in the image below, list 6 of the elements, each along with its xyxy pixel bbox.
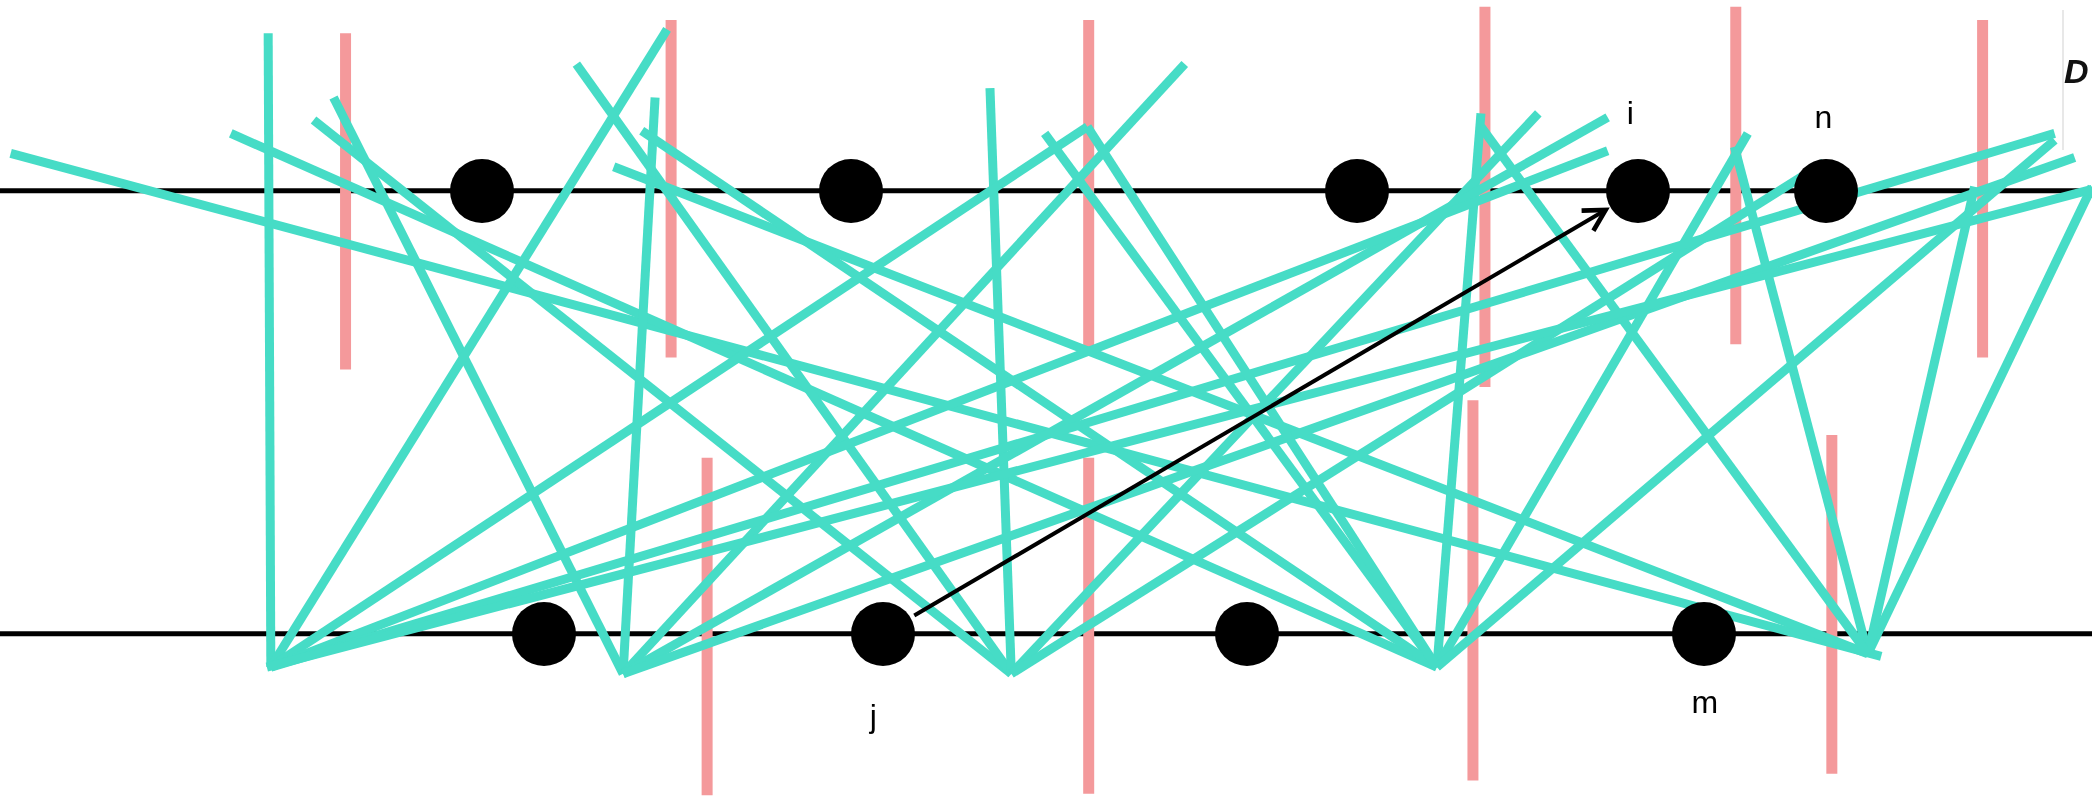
point-label: i — [1626, 96, 1634, 129]
point-label: j — [869, 699, 877, 732]
corner-label: D — [2064, 54, 2089, 88]
point-label: n — [1814, 100, 1833, 133]
point-label: m — [1691, 685, 1719, 718]
arrow — [913, 207, 1608, 618]
